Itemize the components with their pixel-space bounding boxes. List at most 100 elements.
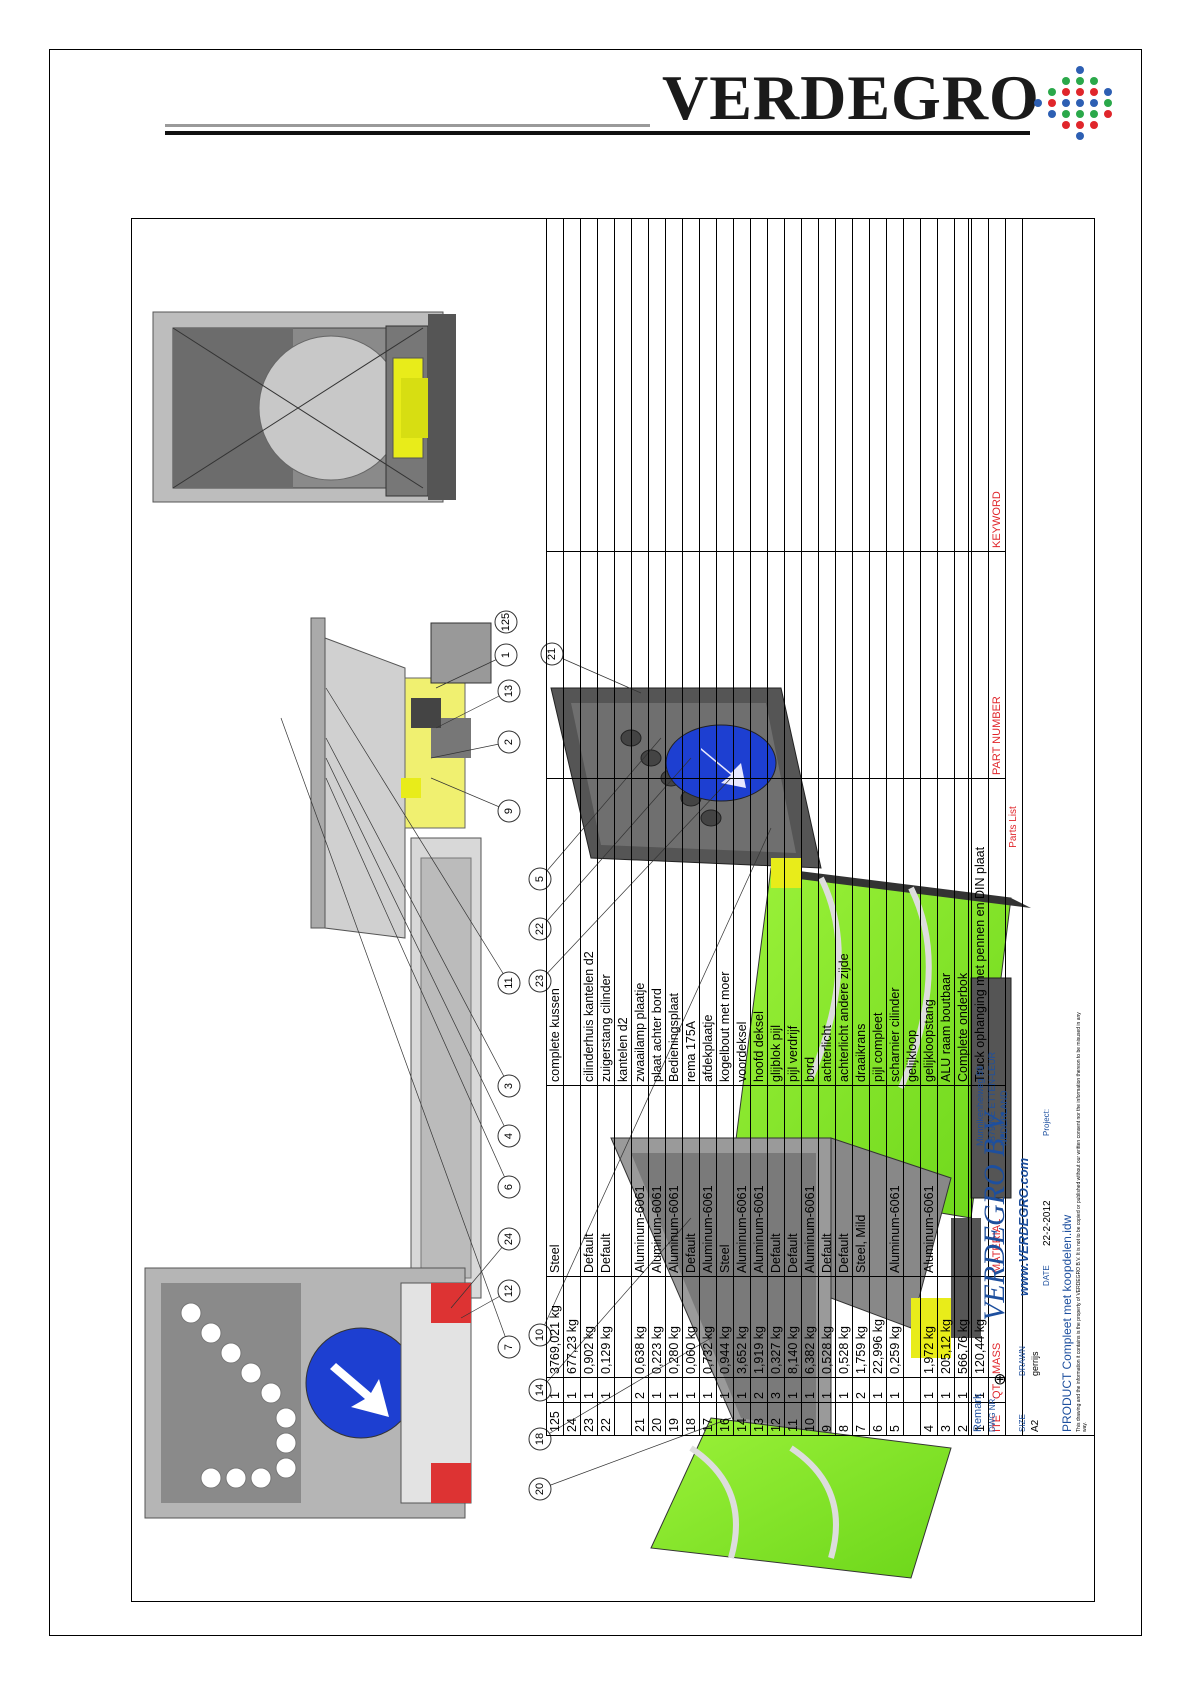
parts-cell-part_number [699, 551, 717, 779]
parts-cell-keyword [614, 218, 632, 552]
parts-cell-part_number [750, 551, 768, 779]
callout-label: 3 [503, 1083, 515, 1089]
parts-cell-qt: 1 [580, 1377, 598, 1403]
company-website: www.VERDEGRO.com [1016, 1157, 1031, 1296]
parts-cell-qt: 1 [886, 1377, 904, 1403]
logo-dot [1104, 99, 1112, 107]
logo-dot [1090, 99, 1098, 107]
title-block: Remark DWG NR. SIZE A2 ⊕ DRAWN gerrijs V… [968, 218, 1095, 1602]
parts-cell-qt: 1 [597, 1377, 615, 1403]
parts-cell-keyword [733, 218, 751, 552]
isometric-view-1-drawing [550, 687, 1031, 1219]
parts-cell-description: plaat achter bord [648, 778, 666, 1086]
project-label: Project: [1042, 1108, 1051, 1136]
parts-cell-qt: 2 [852, 1377, 870, 1403]
callout-label: 21 [546, 648, 558, 660]
parts-cell-mass: 0,060 kg [682, 1276, 700, 1378]
parts-cell-item: 8 [835, 1402, 853, 1436]
isometric-view-2-drawing [610, 1137, 981, 1579]
parts-cell-mass: 0,129 kg [597, 1276, 615, 1378]
table-row: kantelen d2 [614, 218, 632, 1436]
parts-cell-part_number [835, 551, 853, 779]
parts-cell-qt: 1 [869, 1377, 887, 1403]
parts-cell-material: Aluminum-6061 [733, 1085, 751, 1277]
callout-balloon [497, 730, 521, 754]
parts-cell-item: 18 [682, 1402, 700, 1436]
logo-dot [1076, 121, 1084, 129]
parts-cell-material [937, 1085, 955, 1277]
parts-cell-material: Aluminum-6061 [699, 1085, 717, 1277]
parts-cell-keyword [750, 218, 768, 552]
callout-label: 7 [503, 1344, 515, 1350]
parts-cell-part_number [937, 551, 955, 779]
parts-cell-part_number [614, 551, 632, 779]
parts-cell-qt [903, 1377, 921, 1403]
parts-cell-part_number [631, 551, 649, 779]
parts-cell-keyword [920, 218, 938, 552]
parts-cell-qt: 1 [682, 1377, 700, 1403]
company-logo-text: VERDEGRO [662, 62, 1040, 133]
parts-cell-part_number [648, 551, 666, 779]
parts-cell-keyword [835, 218, 853, 552]
logo-dot [1034, 99, 1042, 107]
callout-label: 11 [503, 977, 515, 988]
parts-cell-keyword [580, 218, 598, 552]
callout-label: 9 [503, 808, 515, 814]
parts-cell-keyword [801, 218, 819, 552]
parts-cell-item: 13 [750, 1402, 768, 1436]
parts-cell-material: Default [580, 1085, 598, 1277]
parts-cell-qt: 1 [699, 1377, 717, 1403]
callout-label: 4 [503, 1133, 515, 1139]
logo-dot [1048, 99, 1056, 107]
parts-cell-part_number [580, 551, 598, 779]
parts-cell-item: 4 [920, 1402, 938, 1436]
parts-cell-part_number [546, 551, 564, 779]
callout-label: 125 [500, 613, 512, 631]
parts-cell-mass: 205,12 kg [937, 1276, 955, 1378]
callout-label: 20 [534, 1483, 546, 1495]
parts-cell-part_number [903, 551, 921, 779]
parts-cell-mass: 0,223 kg [648, 1276, 666, 1378]
parts-cell-description: zuigerstang cilinder [597, 778, 615, 1086]
drawn-value: gerrijs [1030, 1351, 1040, 1376]
callout-label: 6 [503, 1184, 515, 1190]
parts-cell-keyword [546, 218, 564, 552]
sheet-border [49, 49, 1142, 1636]
parts-cell-description: glijblok pijl [767, 778, 785, 1086]
parts-cell-qt: 2 [631, 1377, 649, 1403]
logo-dot [1104, 110, 1112, 118]
logo-dot [1062, 88, 1070, 96]
parts-cell-item: 125 [546, 1402, 564, 1436]
parts-cell-keyword [852, 218, 870, 552]
parts-cell-item: 5 [886, 1402, 904, 1436]
callout-balloon [497, 1227, 521, 1251]
callout-label: 23 [534, 975, 546, 987]
parts-cell-keyword [767, 218, 785, 552]
parts-cell-item: 21 [631, 1402, 649, 1436]
logo-dot [1090, 121, 1098, 129]
parts-cell-item [614, 1402, 632, 1436]
parts-cell-mass: 677,23 kg [563, 1276, 581, 1378]
parts-cell-part_number [733, 551, 751, 779]
callout-balloon [528, 917, 552, 941]
logo-dot [1076, 88, 1084, 96]
parts-cell-qt: 1 [563, 1377, 581, 1403]
drawing-frame [131, 218, 1095, 1602]
parts-cell-keyword [903, 218, 921, 552]
parts-cell-part_number [563, 551, 581, 779]
parts-cell-qt: 1 [733, 1377, 751, 1403]
logo-dot [1076, 77, 1084, 85]
parts-cell-qt: 1 [818, 1377, 836, 1403]
parts-cell-mass: 8,140 kg [784, 1276, 802, 1378]
header-rule-thin [165, 124, 650, 127]
parts-cell-qt: 1 [648, 1377, 666, 1403]
parts-cell-description [563, 778, 581, 1086]
disclaimer-text: This drawing and the information it cont… [1076, 1012, 1088, 1432]
parts-cell-mass: 1,919 kg [750, 1276, 768, 1378]
